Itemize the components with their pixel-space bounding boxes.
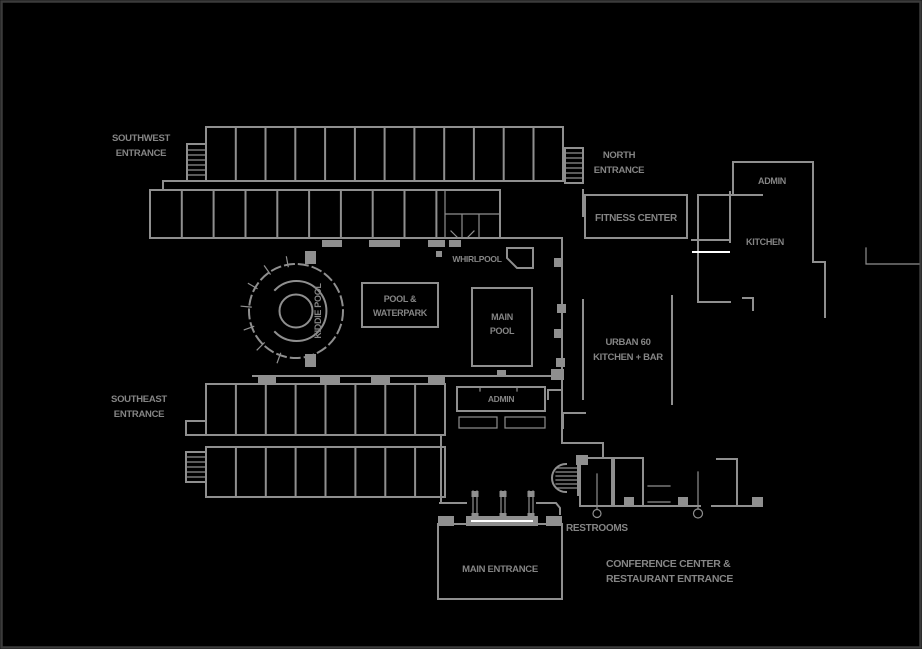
kiddie-pool-label: KIDDIE POOL bbox=[313, 283, 323, 339]
pool-wall-pillars bbox=[258, 251, 566, 384]
southeast-entrance-label-line2: ENTRANCE bbox=[114, 409, 164, 420]
pool-waterpark-label-line1: POOL & bbox=[384, 294, 417, 304]
main-pool-area bbox=[471, 287, 533, 367]
restroom-2 bbox=[613, 457, 644, 506]
southwest-stairwell bbox=[162, 143, 207, 191]
north-entrance-label-line1: NORTH bbox=[603, 150, 636, 161]
east-boundary-wall bbox=[865, 247, 920, 265]
admin-north-label: ADMIN bbox=[758, 176, 786, 186]
main-pool-label-line1: MAIN bbox=[491, 312, 513, 322]
main-entrance-label: MAIN ENTRANCE bbox=[462, 564, 538, 575]
pool-waterpark-area bbox=[361, 282, 439, 328]
main-pool-label-line2: POOL bbox=[490, 326, 515, 336]
conference-label-line2: RESTAURANT ENTRANCE bbox=[606, 573, 733, 585]
southwest-entrance-label-line2: ENTRANCE bbox=[116, 148, 166, 159]
pool-waterpark-label-line2: WATERPARK bbox=[373, 308, 428, 318]
column-markers bbox=[592, 471, 704, 519]
main-entrance-area bbox=[437, 436, 563, 600]
north-entrance-label-line2: ENTRANCE bbox=[594, 165, 644, 176]
small-rooms bbox=[444, 189, 501, 239]
restrooms-label: RESTROOMS bbox=[566, 523, 628, 534]
admin-pool-label: ADMIN bbox=[488, 394, 515, 404]
fitness-center-label: FITNESS CENTER bbox=[595, 213, 678, 224]
northwest-wing bbox=[149, 126, 564, 257]
spiral-stair bbox=[551, 459, 579, 496]
entrance-doors bbox=[471, 490, 535, 520]
conference-label-line1: CONFERENCE CENTER & bbox=[606, 558, 731, 570]
room-dividers-lower bbox=[180, 189, 438, 239]
urban60-label-line1: URBAN 60 bbox=[605, 337, 650, 348]
room-dividers-upper bbox=[234, 126, 535, 182]
southeast-wing bbox=[185, 383, 446, 498]
room-dividers-se-lower bbox=[234, 446, 417, 498]
room-dividers-se-upper bbox=[234, 383, 417, 436]
vestibule bbox=[437, 523, 563, 600]
wall-pillars bbox=[322, 240, 461, 257]
north-entrance-stairwell bbox=[564, 147, 584, 217]
kiddie-pool bbox=[240, 256, 344, 364]
pool-hall bbox=[240, 237, 586, 444]
urban60-label-line2: KITCHEN + BAR bbox=[593, 352, 663, 363]
pool-admin-desk bbox=[456, 386, 586, 429]
kiddie-pool-ticks bbox=[240, 256, 289, 364]
southeast-entrance-label-line1: SOUTHEAST bbox=[111, 394, 167, 405]
whirlpool-label: WHIRLPOOL bbox=[452, 254, 501, 264]
kitchen-label: KITCHEN bbox=[746, 237, 784, 247]
whirlpool-tub bbox=[506, 247, 534, 269]
restrooms-block bbox=[551, 442, 763, 519]
fitness-center-room bbox=[584, 194, 688, 239]
southwest-entrance-label-line1: SOUTHWEST bbox=[112, 133, 170, 144]
restroom-1 bbox=[579, 457, 613, 506]
urban60-area bbox=[582, 295, 673, 405]
admin-kitchen-block bbox=[691, 161, 920, 318]
southeast-stairwell bbox=[185, 451, 207, 483]
